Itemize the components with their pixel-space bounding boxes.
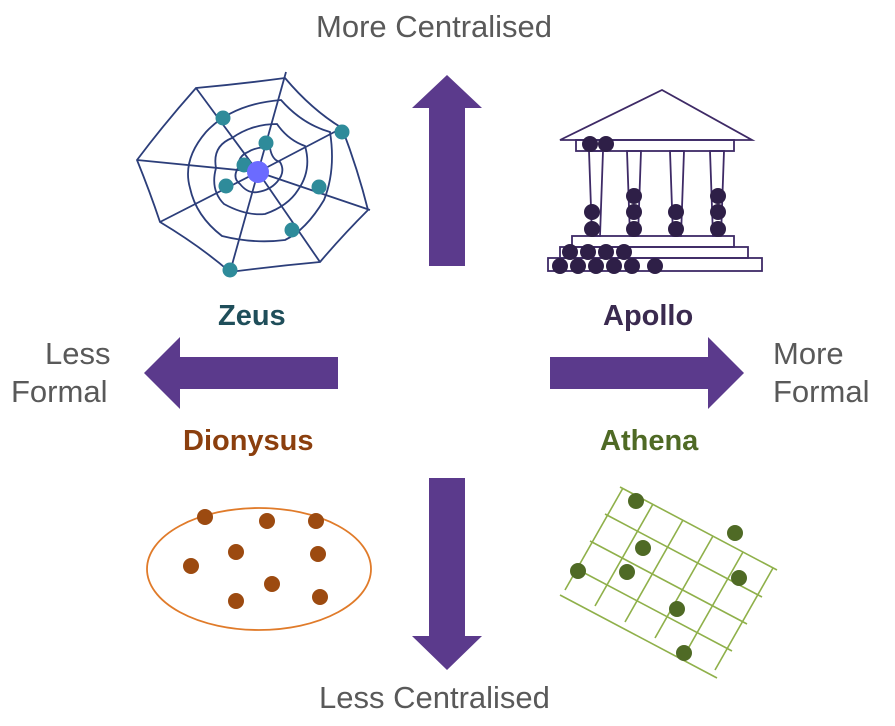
greek-temple-icon xyxy=(547,88,763,272)
temple-dot xyxy=(626,188,642,204)
temple-dot xyxy=(668,221,684,237)
arrow-right xyxy=(550,337,744,409)
oval-dot xyxy=(308,513,324,529)
apollo-label: Apollo xyxy=(603,300,694,332)
arrow-left xyxy=(144,337,338,409)
temple-dot xyxy=(552,258,568,274)
grid-dots xyxy=(570,493,747,661)
oval-dot xyxy=(183,558,199,574)
temple-dot xyxy=(580,244,596,260)
dionysus-label: Dionysus xyxy=(183,425,314,457)
temple-dot xyxy=(626,204,642,220)
temple-dot xyxy=(606,258,622,274)
axis-left-label-line1: Less xyxy=(45,336,111,371)
grid-dot xyxy=(727,525,743,541)
web-node xyxy=(311,179,327,195)
oval-dot xyxy=(228,593,244,609)
arrow-up xyxy=(412,75,482,266)
axis-bottom-label: Less Centralised xyxy=(319,680,550,715)
web-nodes xyxy=(215,110,350,278)
temple-dot xyxy=(588,258,604,274)
oval-dot xyxy=(312,589,328,605)
oval-dot xyxy=(264,576,280,592)
web-center-node xyxy=(247,161,269,183)
grid-dot xyxy=(676,645,692,661)
web-node xyxy=(218,178,234,194)
oval-dots xyxy=(183,509,328,609)
oval-dot xyxy=(259,513,275,529)
web-node xyxy=(258,135,274,151)
web-node xyxy=(284,222,300,238)
spider-web-icon xyxy=(135,71,371,273)
temple-dot xyxy=(647,258,663,274)
temple-dot xyxy=(582,136,598,152)
oval-dot xyxy=(310,546,326,562)
temple-dot xyxy=(584,221,600,237)
axis-left-label-line2: Formal xyxy=(11,374,108,409)
temple-dot xyxy=(710,188,726,204)
grid-dot xyxy=(669,601,685,617)
oval-dot xyxy=(228,544,244,560)
temple-dot xyxy=(562,244,578,260)
zeus-label: Zeus xyxy=(218,300,286,332)
temple-dot xyxy=(710,221,726,237)
axis-right-label-line2: Formal xyxy=(773,374,870,409)
temple-dot xyxy=(616,244,632,260)
axis-right-label-line1: More xyxy=(773,336,844,371)
temple-dot xyxy=(624,258,640,274)
temple-dot xyxy=(626,221,642,237)
temple-dot xyxy=(584,204,600,220)
arrow-down xyxy=(412,478,482,670)
web-node xyxy=(215,110,231,126)
oval-dot xyxy=(197,509,213,525)
web-node xyxy=(222,262,238,278)
grid-dot xyxy=(635,540,651,556)
grid-dot xyxy=(619,564,635,580)
scattered-dots-oval-icon xyxy=(146,507,372,631)
grid-dot xyxy=(570,563,586,579)
temple-dot xyxy=(668,204,684,220)
axis-top-label: More Centralised xyxy=(316,9,553,44)
web-node xyxy=(334,124,350,140)
temple-dots xyxy=(552,136,726,274)
athena-label: Athena xyxy=(600,425,699,457)
temple-dot xyxy=(570,258,586,274)
temple-dot xyxy=(598,136,614,152)
grid-dot xyxy=(628,493,644,509)
grid-dot xyxy=(731,570,747,586)
temple-dot xyxy=(598,244,614,260)
temple-dot xyxy=(710,204,726,220)
